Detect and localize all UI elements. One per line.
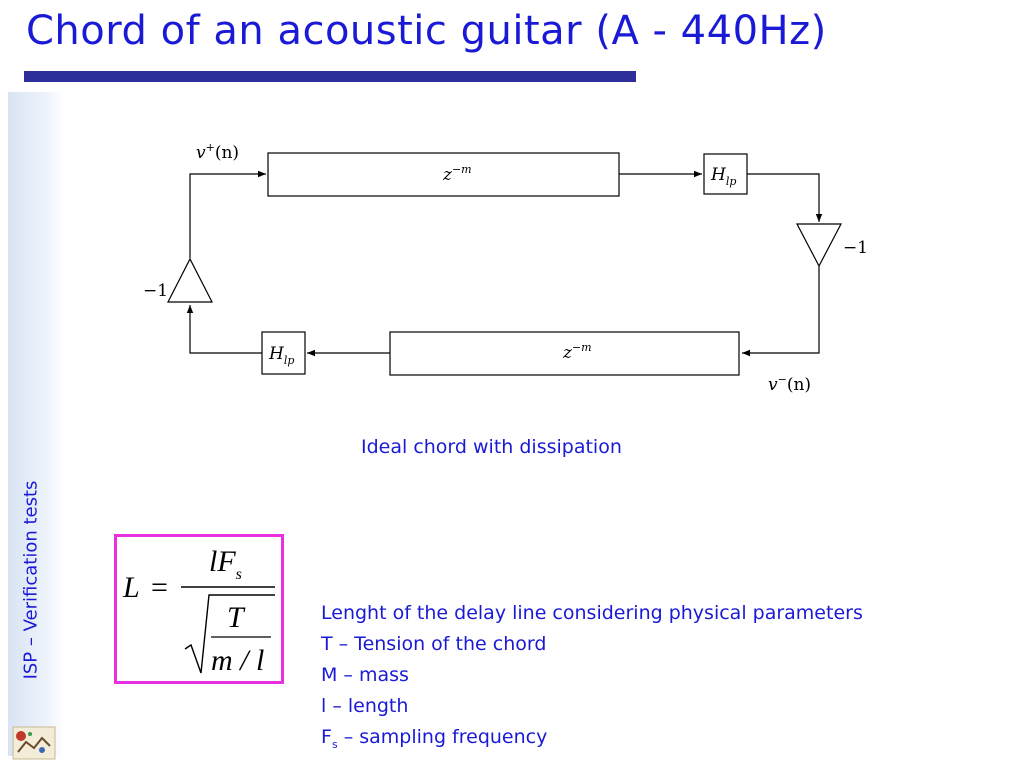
parameter-description: Lenght of the delay line considering phy… — [321, 598, 863, 760]
formula-numerator: lFs — [209, 545, 242, 583]
left-gain-triangle — [167, 257, 213, 303]
wire-right-down — [747, 173, 823, 222]
desc-line-sampling: Fs – sampling frequency — [321, 726, 548, 751]
wire-left-up — [189, 170, 266, 258]
inner-numerator: T — [227, 601, 246, 634]
formula-box: L = lFs T m / l — [114, 534, 284, 684]
title-underline — [24, 71, 636, 82]
logo-icon — [12, 726, 56, 760]
formula-equals: = — [151, 571, 168, 604]
desc-line-delay: Lenght of the delay line considering phy… — [321, 602, 863, 624]
side-label: ISP – Verification tests — [20, 480, 42, 680]
wire-right-return — [742, 266, 820, 357]
bottom-filter-label: Hlp — [268, 344, 294, 367]
bottom-delay-label: z−m — [562, 341, 592, 363]
sqrt-sign — [184, 594, 275, 674]
side-band — [8, 92, 64, 756]
right-gain-label: −1 — [843, 238, 868, 258]
right-gain-triangle — [796, 223, 842, 268]
delay-length-formula: L = lFs T m / l — [122, 545, 275, 677]
top-filter-label: Hlp — [710, 165, 736, 188]
input-signal-label: v+(n) — [196, 141, 239, 163]
output-signal-label: v−(n) — [768, 373, 811, 395]
waveguide-diagram: v+(n) z−m Hlp −1 −1 z−m Hlp v−(n) — [143, 141, 868, 395]
top-delay-label: z−m — [442, 163, 472, 185]
diagram-caption: Ideal chord with dissipation — [361, 436, 622, 458]
formula-lhs: L — [122, 571, 140, 604]
inner-denominator: m / l — [211, 644, 264, 677]
slide-title: Chord of an acoustic guitar (A - 440Hz) — [26, 8, 827, 54]
desc-line-tension: T – Tension of the chord — [321, 633, 547, 655]
desc-line-length: l – length — [321, 695, 409, 717]
wire-left-return — [186, 305, 262, 354]
desc-line-mass: M – mass — [321, 664, 409, 686]
left-gain-label: −1 — [143, 281, 168, 301]
